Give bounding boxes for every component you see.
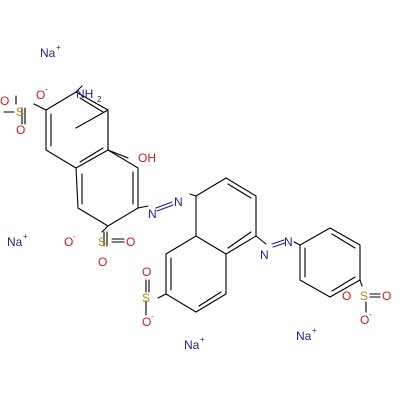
amino-subscript: 2 <box>97 95 102 104</box>
azo-bonds <box>155 201 286 248</box>
amino-label: NH <box>76 87 93 101</box>
oxygen-label: O <box>342 289 351 303</box>
hydroxyl-label: OH <box>138 151 156 165</box>
sodium-ion-bottom-right: Na + <box>296 326 317 343</box>
charge-minus: - <box>73 232 76 241</box>
sulfur-label: S <box>98 235 106 249</box>
sulfonate-group-right: S O O O - <box>342 289 391 327</box>
sulfonate-group-left-lower: O - S O O <box>64 232 135 269</box>
charge-plus: + <box>312 326 317 335</box>
oxygen-label: O <box>142 265 151 279</box>
sodium-label: Na <box>40 46 56 60</box>
charge-plus: + <box>200 335 205 344</box>
oxygen-label: O <box>126 235 135 249</box>
sodium-ion-bottom-center: Na + <box>184 335 205 352</box>
azo-nitrogen-label: N <box>260 248 269 262</box>
sodium-label: Na <box>296 329 312 343</box>
sodium-label: Na <box>184 338 200 352</box>
oxygen-label: O <box>98 255 107 269</box>
azo-nitrogen-label: N <box>284 235 293 249</box>
charge-minus: - <box>369 310 372 319</box>
oxygen-label: O <box>0 94 9 108</box>
oxygen-label: O <box>382 289 391 303</box>
oxygen-anion-label: O <box>360 313 369 327</box>
oxygen-anion-label: O <box>64 235 73 249</box>
azo-nitrogen-label: N <box>174 195 183 209</box>
oxygen-anion-label: O <box>142 315 151 329</box>
oxygen-anion-label: O <box>36 88 45 102</box>
sulfur-label: S <box>142 291 150 305</box>
sulfur-label: S <box>16 105 24 119</box>
sodium-label: Na <box>7 235 23 249</box>
charge-plus: + <box>23 232 28 241</box>
oxygen-label: O <box>16 123 25 137</box>
atom-labels: Na + Na + Na + Na + O - S O O NH 2 OH <box>0 43 391 352</box>
bond-lines <box>3 85 381 316</box>
azo-nitrogen-label: N <box>148 207 157 221</box>
sulfur-label: S <box>360 289 368 303</box>
amino-group: NH 2 <box>76 87 102 104</box>
sodium-ion-mid-left: Na + <box>7 232 28 249</box>
charge-minus: - <box>151 312 154 321</box>
charge-plus: + <box>56 43 61 52</box>
sulfonate-group-middle: O S O - <box>142 265 154 329</box>
sodium-ion-top-left: Na + <box>40 43 61 60</box>
charge-minus: - <box>45 85 48 94</box>
sulfonate-group-top-left: O - S O O <box>0 85 48 137</box>
